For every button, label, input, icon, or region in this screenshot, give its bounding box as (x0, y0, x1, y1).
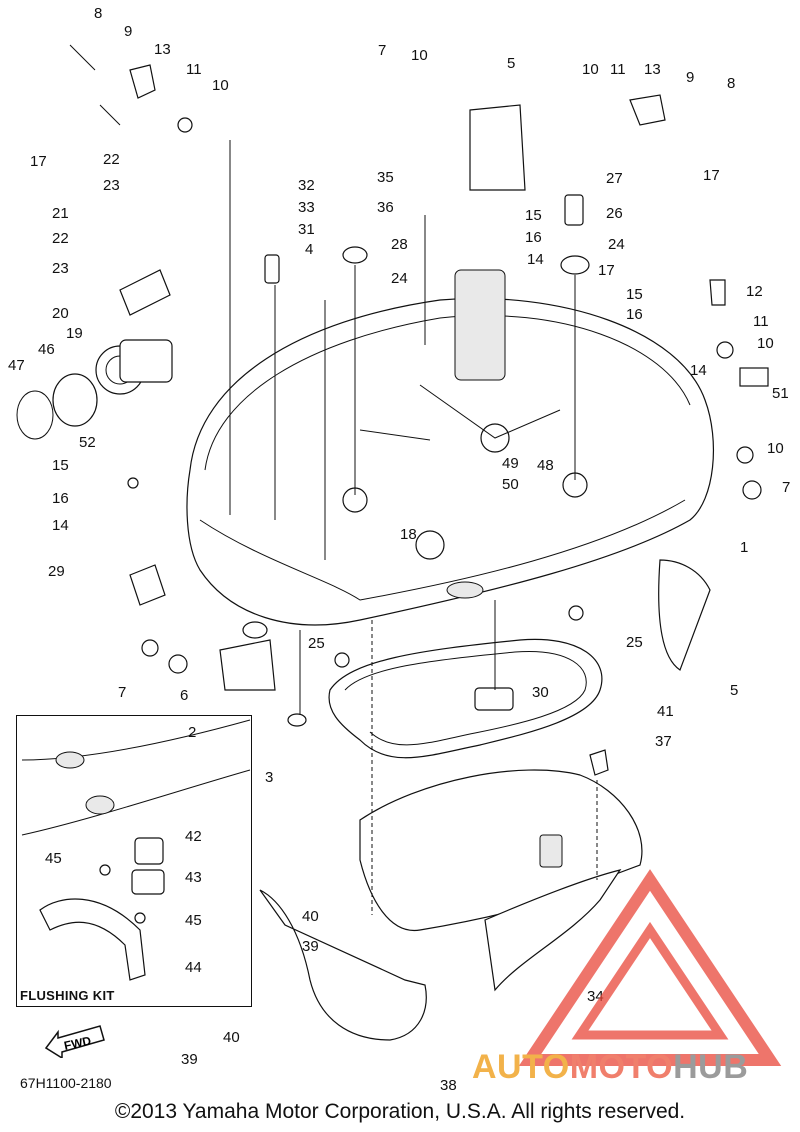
flushing-kit-parts (21, 719, 251, 981)
callout-10e: 10 (767, 440, 784, 457)
callout-17c: 17 (598, 262, 615, 279)
callout-7b: 7 (118, 684, 126, 701)
callout-8b: 8 (727, 75, 735, 92)
callout-26: 26 (606, 205, 623, 222)
right-parts (334, 94, 769, 776)
callout-29: 29 (48, 563, 65, 580)
callout-13: 13 (154, 41, 171, 58)
callout-44: 44 (185, 959, 202, 976)
callout-7: 7 (378, 42, 386, 59)
callout-5b: 5 (730, 682, 738, 699)
callout-35: 35 (377, 169, 394, 186)
callout-16: 16 (52, 490, 69, 507)
callout-22b: 22 (52, 230, 69, 247)
callout-41: 41 (657, 703, 674, 720)
leader-lines (229, 140, 598, 915)
callout-10b: 10 (411, 47, 428, 64)
callout-31: 31 (298, 221, 315, 238)
callout-46: 46 (38, 341, 55, 358)
callout-14c: 14 (690, 362, 707, 379)
callout-14: 14 (52, 517, 69, 534)
callout-16b: 16 (525, 229, 542, 246)
callout-10: 10 (212, 77, 229, 94)
part-code: 67H1100-2180 (20, 1075, 112, 1091)
callout-45: 45 (45, 850, 62, 867)
callout-23: 23 (103, 177, 120, 194)
callout-33: 33 (298, 199, 315, 216)
callout-5: 5 (507, 55, 515, 72)
callout-7c: 7 (782, 479, 790, 496)
watermark-part2: MOTO (569, 1048, 674, 1086)
callout-11: 11 (186, 61, 202, 78)
callout-37: 37 (655, 733, 672, 750)
watermark-text: AUTOMOTOHUB (472, 1048, 748, 1087)
callout-11b: 11 (610, 61, 626, 78)
callout-1: 1 (740, 539, 748, 556)
callout-47: 47 (8, 357, 25, 374)
callout-20: 20 (52, 305, 69, 322)
callout-43: 43 (185, 869, 202, 886)
callout-28: 28 (391, 236, 408, 253)
callout-40b: 40 (223, 1029, 240, 1046)
callout-25: 25 (308, 635, 325, 652)
callout-38: 38 (440, 1077, 457, 1094)
callout-27: 27 (606, 170, 623, 187)
callout-30: 30 (532, 684, 549, 701)
callout-6: 6 (180, 687, 188, 704)
callout-40: 40 (302, 908, 319, 925)
callout-24: 24 (391, 270, 408, 287)
callout-13b: 13 (644, 61, 661, 78)
callout-9b: 9 (686, 69, 694, 86)
flushing-kit-inset (16, 715, 252, 1007)
callout-39b: 39 (181, 1051, 198, 1068)
callout-32: 32 (298, 177, 315, 194)
fwd-label: FWD (63, 1033, 93, 1052)
callout-15c: 15 (626, 286, 643, 303)
callout-42: 42 (185, 828, 202, 845)
callout-3: 3 (265, 769, 273, 786)
fwd-arrow-icon: FWD (44, 1025, 105, 1058)
side-cover-38 (259, 889, 427, 1041)
callout-49: 49 (502, 455, 519, 472)
callout-36: 36 (377, 199, 394, 216)
callout-45b: 45 (185, 912, 202, 929)
watermark-logo (518, 869, 782, 1066)
seal-41 (328, 638, 603, 759)
callout-52: 52 (79, 434, 96, 451)
callout-10d: 10 (757, 335, 774, 352)
callout-2: 2 (188, 724, 196, 741)
lower-cover (359, 769, 643, 992)
watermark-part3: HUB (673, 1048, 749, 1086)
callout-14b: 14 (527, 251, 544, 268)
callout-21: 21 (52, 205, 69, 222)
callout-51: 51 (772, 385, 789, 402)
callout-10c: 10 (582, 61, 599, 78)
copyright-notice: ©2013 Yamaha Motor Corporation, U.S.A. A… (114, 1100, 686, 1123)
callout-22: 22 (103, 151, 120, 168)
callout-15b: 15 (525, 207, 542, 224)
callout-19: 19 (66, 325, 83, 342)
callout-50: 50 (502, 476, 519, 493)
callout-25b: 25 (626, 634, 643, 651)
watermark-part1: AUTO (472, 1048, 570, 1086)
callout-17: 17 (30, 153, 47, 170)
callout-16c: 16 (626, 306, 643, 323)
bottom-cowling (186, 269, 714, 626)
callout-9: 9 (124, 23, 132, 40)
callout-labels: 1 2 3 4 5 5 6 7 7 7 8 8 9 9 10 10 10 10 … (8, 5, 790, 1094)
callout-8: 8 (94, 5, 102, 22)
flushing-kit-title: FLUSHING KIT (20, 988, 115, 1003)
callout-24b: 24 (608, 236, 625, 253)
callout-11c: 11 (753, 313, 769, 330)
callout-48: 48 (537, 457, 554, 474)
callout-18: 18 (400, 526, 417, 543)
callout-4: 4 (305, 241, 313, 258)
callout-23b: 23 (52, 260, 69, 277)
callout-15: 15 (52, 457, 69, 474)
callout-12: 12 (746, 283, 763, 300)
callout-17b: 17 (703, 167, 720, 184)
left-parts (16, 44, 307, 727)
callout-39: 39 (302, 938, 319, 955)
